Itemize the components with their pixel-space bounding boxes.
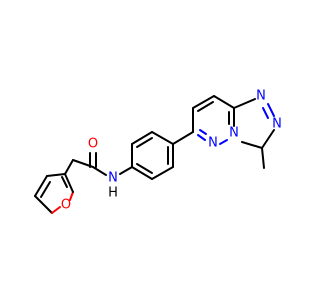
bond-ph-5-6 [151,166,174,180]
atom-label-carbonyl-oxygen: O [88,137,98,152]
bond-tri-n-n-inner [262,107,269,119]
bond-pyr-c5-c4 [192,95,215,109]
atom-label-furan-oxygen: O [61,198,71,213]
bond-ph-2-3-inner [136,137,153,148]
bond-furan-c3-c4 [34,175,48,197]
atom-label-amide-nitrogen: N [108,171,118,186]
bond-tri-n-c3 [261,129,275,149]
bond-furan-carbonyl-link [64,159,74,175]
bond-ph-6-1 [131,166,153,180]
furan-ring [34,173,74,214]
bond-pyr-n-c6-inner [199,129,207,135]
bond-ph-3-4 [151,131,174,145]
molecule-structure-diagram: O O N H N N N N [34,88,282,214]
atom-label-amide-hydrogen: H [108,186,118,201]
bond-tri-n-n [267,103,275,117]
bond-tri-methyl [261,147,265,169]
bond-ph-2-3 [131,131,153,145]
bond-tri-c3-n [241,141,263,149]
bond-furan-c2-c2b-inner [61,176,68,188]
atom-label-triazole-n1: N [256,89,266,104]
bond-pyr-c4-c3 [213,95,235,109]
bond-furan-c5-o [51,206,61,214]
atom-label-pyridazine-n1: N [208,136,218,151]
bond-tri-c8a-c [233,98,256,109]
bond-ph-6-1-inner [136,163,153,174]
bond-furan-c4-c5 [34,195,53,214]
triazole-ring [233,98,275,169]
atom-label-triazole-n2: N [272,117,282,132]
atom-labels: O O N H N N N N [61,89,282,213]
bond-carbonyl-n [92,166,107,176]
pyridazine-ring [192,95,235,145]
bond-pyr-n-c6 [197,134,206,141]
atom-label-pyridazine-n2: N [229,126,239,141]
bond-n-phenyl [119,166,133,175]
bond-pyr-n-n [219,139,228,145]
bond-furan-o-c2 [69,191,74,201]
bond-phenyl-pyridazine [172,131,194,145]
bond-pyr-c5-c4-inner [197,101,214,112]
amide-group [64,152,133,176]
bond-furan-c2-c2b [64,173,74,193]
benzene-ring [131,131,174,180]
bond-furan-c3-c4-inner [40,181,51,198]
bond-furan-c2-c3 [46,173,66,177]
